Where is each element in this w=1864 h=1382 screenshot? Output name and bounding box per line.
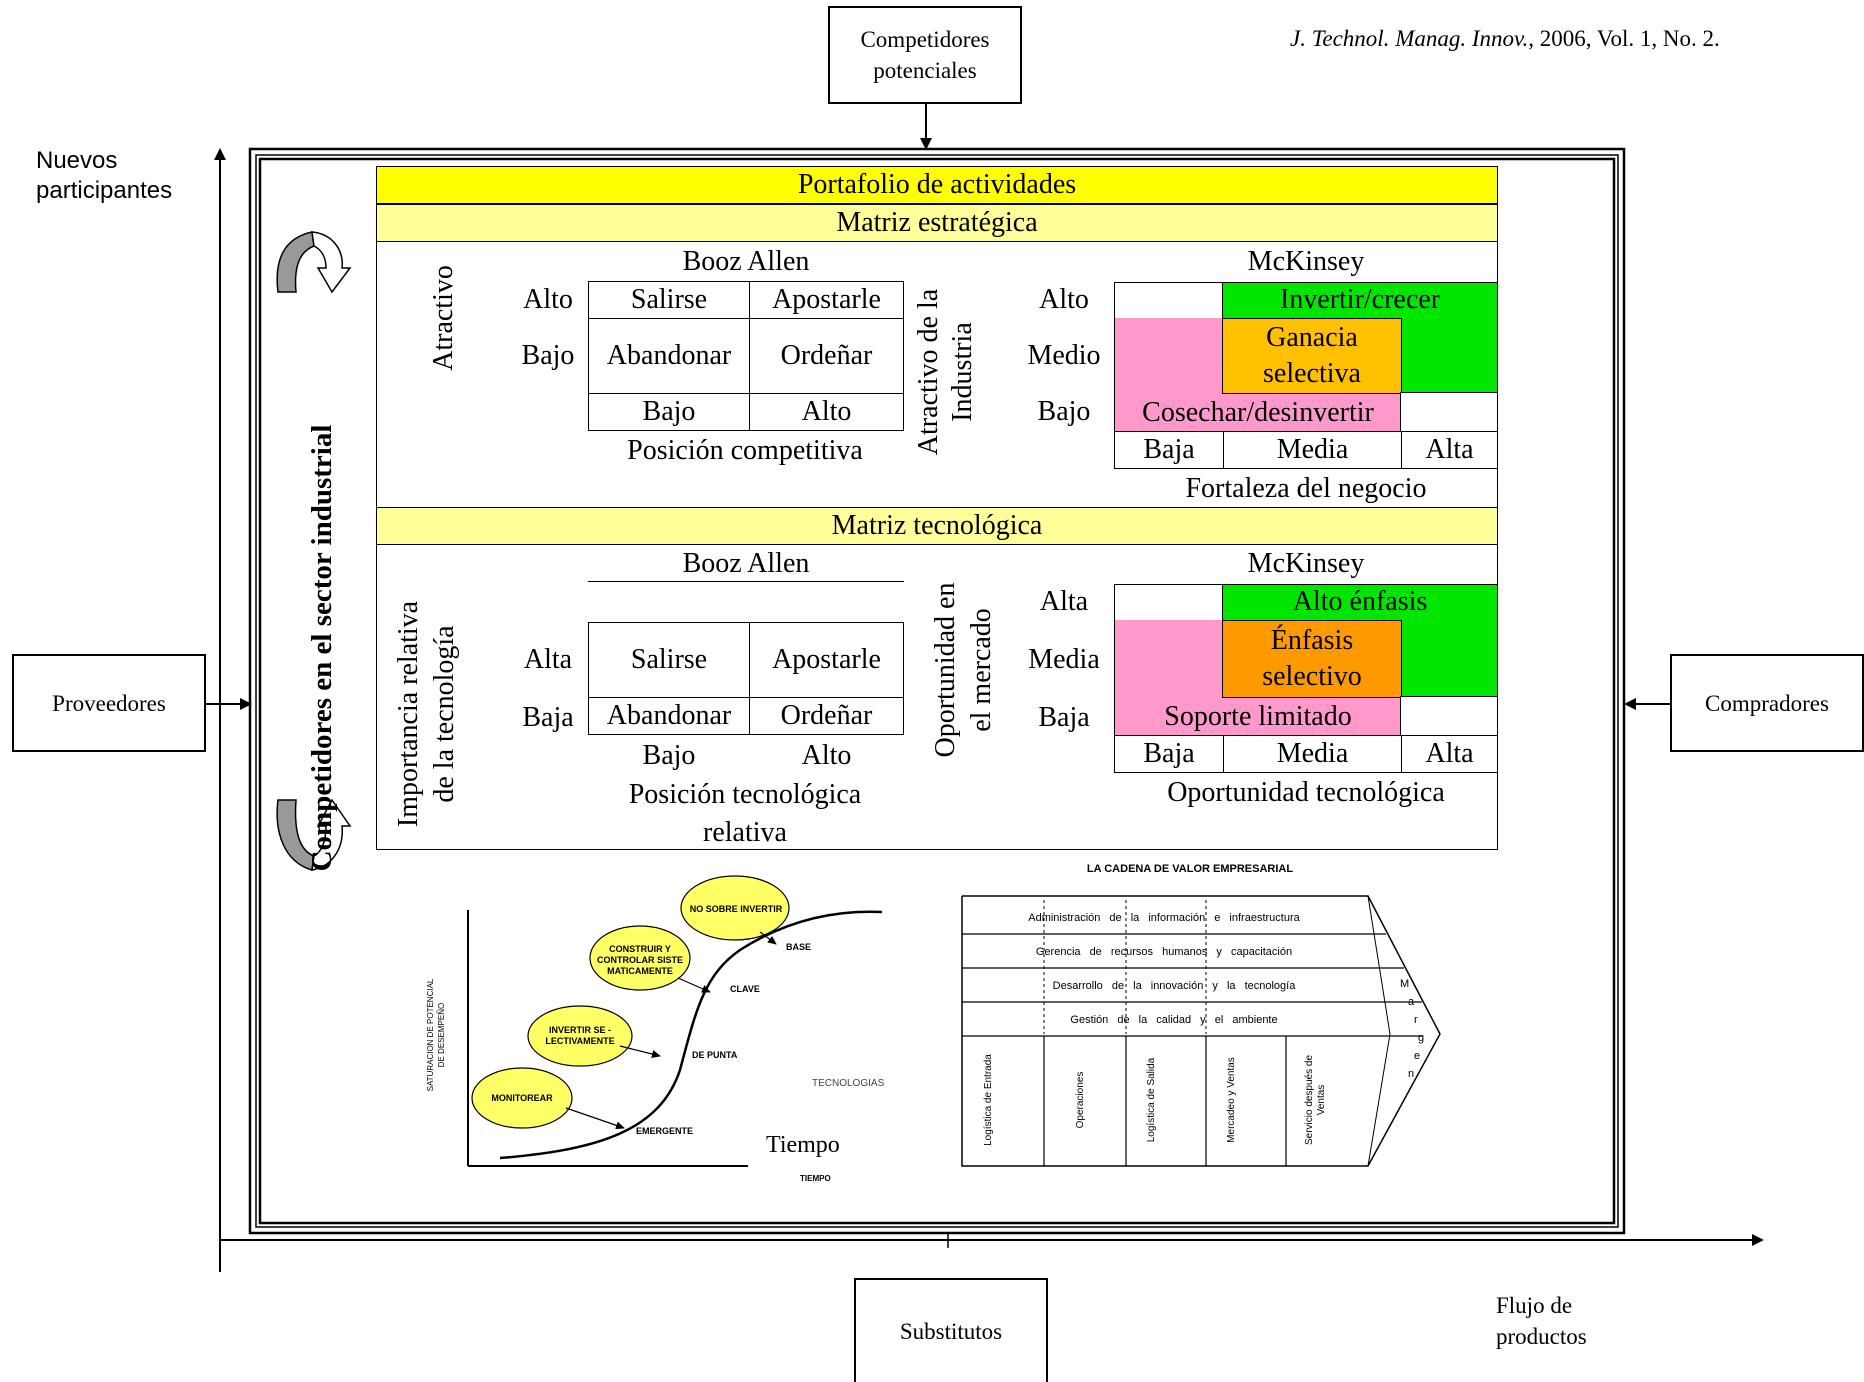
tech-mck-col: Baja — [1114, 735, 1224, 773]
margin-letter: n — [1408, 1068, 1415, 1080]
time-small-label: TIEMPO — [800, 1174, 831, 1183]
tech-booz-x-axis: Posición tecnológica relativa — [628, 779, 862, 848]
tech-booz-row: Alta — [523, 644, 573, 675]
strategic-booz-row-low: Bajo — [521, 340, 575, 371]
strategic-booz-cell: Ordeñar — [749, 318, 904, 394]
strategic-mck-x-axis: Fortaleza del negocio — [1185, 473, 1427, 504]
technological-matrix-title: Matriz tecnológica — [376, 507, 1498, 545]
strategic-mck-green-label: Invertir/crecer — [1279, 284, 1441, 315]
product-flow-label: Flujo de productos — [1496, 1293, 1587, 1349]
strategic-mck-pink-label: Cosechar/desinvertir — [1142, 397, 1374, 428]
tech-mck-green-label: Alto énfasis — [1292, 586, 1428, 617]
strategic-booz-x-axis: Posición competitiva — [627, 435, 863, 466]
citation-details: 2006, Vol. 1, No. 2. — [1534, 26, 1720, 51]
margin-letter: r — [1414, 1014, 1418, 1026]
strategic-mck-col: Baja — [1114, 431, 1224, 469]
tech-mck-pink-label: Soporte limitado — [1164, 701, 1352, 732]
bubble-label: MONITOREAR — [491, 1093, 553, 1103]
cycle-arrow-bottom — [276, 798, 352, 871]
value-chain-title: LA CADENA DE VALOR EMPRESARIAL — [1086, 863, 1294, 875]
substitutes-box: Substitutos — [854, 1278, 1048, 1382]
margin-letter: g — [1418, 1032, 1425, 1044]
strategic-mck-col: Alta — [1401, 431, 1498, 469]
buyers-box: Compradores — [1670, 654, 1864, 752]
tech-booz-cell: Abandonar — [588, 697, 750, 735]
tech-mck-orange-zone: Énfasis selectivo — [1222, 620, 1402, 698]
strategic-mck-pink-zone-bottom — [1222, 392, 1402, 432]
strategic-mck-row: Alto — [1039, 284, 1089, 315]
bubble-no-overinvest — [680, 875, 790, 941]
bubble-label: INVERTIR SE - LECTIVAMENTE — [545, 1025, 615, 1046]
s-curve — [499, 910, 883, 1160]
strategic-booz-row-high: Alto — [523, 284, 573, 315]
margin-letter: M — [1400, 978, 1410, 990]
citation: J. Technol. Manag. Innov., 2006, Vol. 1,… — [1290, 26, 1850, 52]
tech-mck-row: Baja — [1038, 702, 1090, 733]
strategic-mck-row: Bajo — [1037, 396, 1091, 427]
strategic-booz-col: Alto — [749, 393, 904, 431]
support-activity: Administración de la información e infra… — [1028, 912, 1300, 924]
bubble-label: NO SOBRE INVERTIR — [689, 903, 783, 914]
bubble-label: CONSTRUIR Y CONTROLAR SISTE MATICAMENTE — [596, 943, 683, 976]
strategic-mck-orange-zone: Ganacia selectiva — [1222, 318, 1402, 394]
citation-journal: J. Technol. Manag. Innov., — [1290, 26, 1535, 51]
cycle-arrow-top — [276, 231, 352, 294]
curve-point-leading: DE PUNTA — [692, 1050, 738, 1060]
time-label: Tiempo — [766, 1132, 840, 1158]
portfolio-title: Portafolio de actividades — [376, 166, 1498, 204]
support-activity: Gerencia de recursos humanos y capacitac… — [1035, 946, 1293, 958]
tech-mck-pink-zone — [1114, 620, 1224, 736]
tech-mck-title: McKinsey — [1247, 548, 1365, 579]
tech-booz-row: Baja — [522, 702, 574, 733]
new-entrants-label: Nuevos participantes — [36, 147, 173, 204]
tech-mck-row: Alta — [1039, 586, 1089, 617]
bubble-monitor — [471, 1067, 573, 1129]
bubble-invest-selectively — [527, 1005, 633, 1067]
margin-letter: a — [1408, 996, 1415, 1008]
tech-mck-col: Alta — [1401, 735, 1498, 773]
bubble-build-control — [589, 925, 691, 991]
tech-booz-col: Bajo — [642, 740, 696, 771]
strategic-mck-pink-zone — [1114, 318, 1224, 432]
curve-point-base: BASE — [786, 942, 812, 952]
curve-point-key: CLAVE — [730, 984, 760, 994]
tech-booz-col: Alto — [801, 740, 852, 771]
tech-mck-x-axis: Oportunidad tecnológica — [1167, 777, 1445, 808]
suppliers-box: Proveedores — [12, 654, 206, 752]
strategic-mck-title: McKinsey — [1247, 246, 1365, 277]
tech-booz-title: Booz Allen — [588, 546, 904, 582]
potential-competitors-box: Competidores potenciales — [828, 6, 1022, 104]
tech-mck-blank — [1400, 696, 1498, 736]
primary-activity: Operaciones — [1075, 1071, 1086, 1129]
strategic-booz-cell: Abandonar — [588, 318, 750, 394]
primary-activity: Servicio después de Ventas — [1304, 1054, 1327, 1146]
tech-mck-pink-zone-bottom — [1222, 696, 1402, 736]
strategic-matrix-title: Matriz estratégica — [376, 204, 1498, 242]
curve-point-emerging: EMERGENTE — [636, 1126, 694, 1136]
primary-activity: Logística de Entrada — [983, 1054, 994, 1146]
primary-activity: Logística de Salida — [1146, 1057, 1157, 1143]
support-activity: Desarrollo de la innovación y la tecnolo… — [1052, 980, 1296, 992]
technologies-label: TECNOLOGIAS — [812, 1078, 885, 1089]
strategic-booz-col: Bajo — [588, 393, 750, 431]
strategic-mck-row: Medio — [1027, 340, 1101, 371]
tech-mck-row: Media — [1028, 644, 1100, 675]
margin-letter: e — [1414, 1050, 1421, 1062]
strategic-booz-title: Booz Allen — [682, 246, 810, 277]
support-activity: Gestión de la calidad y el ambiente — [1070, 1014, 1278, 1026]
tech-booz-cell: Ordeñar — [749, 697, 904, 735]
primary-activity: Mercadeo y Ventas — [1226, 1057, 1237, 1143]
